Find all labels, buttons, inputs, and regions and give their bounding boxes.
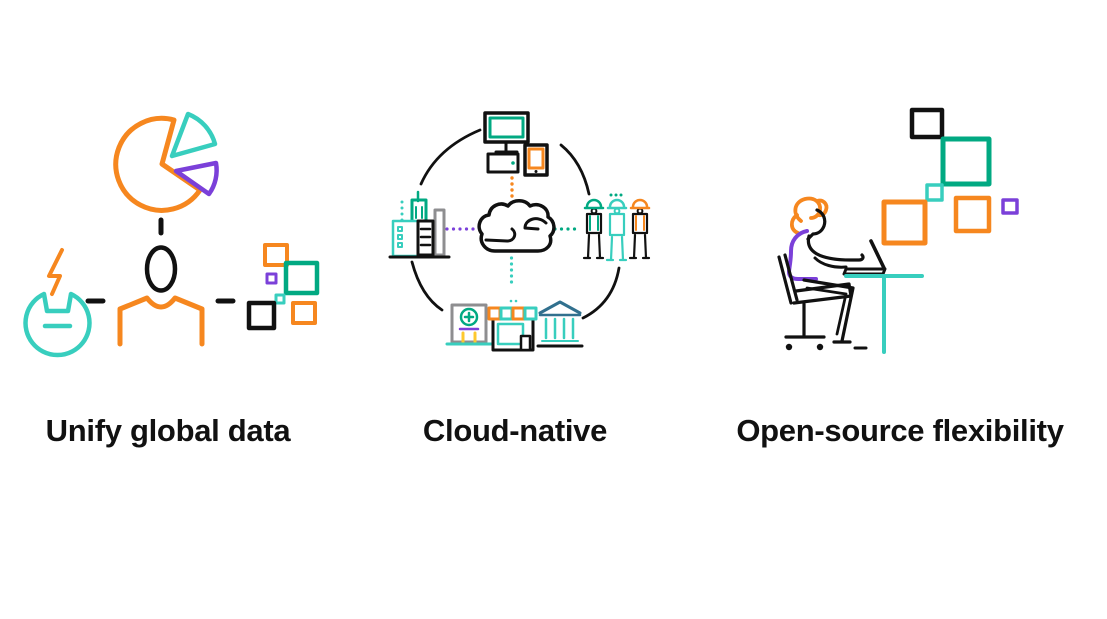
dotted-link-left	[445, 227, 475, 231]
pie-chart-icon	[113, 111, 219, 213]
storefront-icon	[487, 299, 538, 352]
cloud-native-illustration	[388, 111, 651, 352]
hospital-icon	[445, 303, 493, 346]
cycle-arrows-icon	[410, 128, 621, 320]
floating-squares-icon	[881, 107, 1019, 246]
person-icon	[117, 217, 205, 347]
bank-icon	[536, 300, 584, 348]
feature-label-unify-global-data: Unify global data	[45, 413, 291, 448]
lightbulb-icon	[23, 248, 92, 358]
city-buildings-icon	[388, 190, 451, 259]
workers-icon	[582, 193, 651, 262]
feature-label-open-source-flexibility: Open-source flexibility	[736, 413, 1064, 448]
open-source-flexibility-illustration	[777, 107, 1019, 354]
data-squares-icon	[246, 243, 320, 331]
dotted-link-right	[553, 227, 577, 231]
dotted-link-top	[510, 176, 514, 198]
cloud-icon	[477, 199, 556, 253]
feature-label-cloud-native: Cloud-native	[422, 413, 608, 448]
unify-global-data-illustration	[23, 111, 320, 358]
woman-at-desk-icon	[777, 196, 924, 354]
devices-icon	[483, 111, 549, 177]
dotted-link-bottom	[509, 256, 514, 284]
